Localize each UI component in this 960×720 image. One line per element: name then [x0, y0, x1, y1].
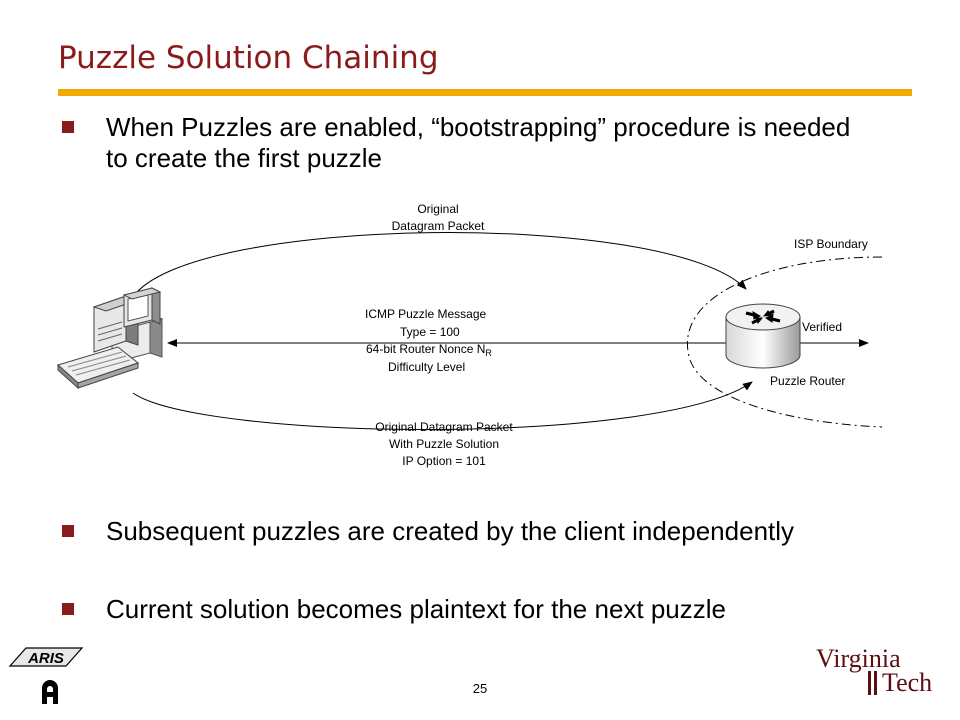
top-label-line-1: Original	[417, 202, 458, 216]
page-number: 25	[472, 681, 488, 696]
bullet-marker	[62, 525, 74, 537]
puzzle-chaining-diagram: Original Datagram Packet ISP Boundary IC…	[57, 202, 883, 468]
icmp-label-line-2: Type = 100	[400, 325, 460, 339]
puzzle-router-icon	[725, 303, 801, 369]
bottom-label-line-1: Original Datagram Packet	[375, 420, 513, 434]
solution-packet-path	[132, 381, 753, 430]
aris-logo: ARIS	[8, 647, 84, 704]
virginia-tech-logo: Virginia Tech	[816, 645, 932, 697]
client-computer-icon	[57, 287, 164, 390]
top-label-line-2: Datagram Packet	[392, 219, 485, 233]
icmp-label-line-3: 64-bit Router Nonce NR	[366, 342, 492, 358]
bottom-label-line-2: With Puzzle Solution	[389, 437, 499, 451]
icmp-label-line-4: Difficulty Level	[388, 360, 465, 374]
isp-boundary-label: ISP Boundary	[794, 237, 868, 251]
original-packet-path	[132, 232, 747, 298]
router-label: Puzzle Router	[770, 374, 845, 388]
bullet-text: Subsequent puzzles are created by the cl…	[106, 516, 795, 546]
verified-label: Verified	[802, 320, 842, 334]
svg-text:Tech: Tech	[882, 668, 932, 697]
title-underline	[58, 89, 912, 96]
svg-text:Virginia: Virginia	[816, 645, 901, 673]
bullet-text: Current solution becomes plaintext for t…	[106, 594, 727, 624]
svg-text:ARIS: ARIS	[27, 650, 64, 667]
slide-title: Puzzle Solution Chaining	[58, 40, 439, 76]
bullet-text: When Puzzles are enabled, “bootstrapping…	[106, 112, 851, 173]
bottom-label-line-3: IP Option = 101	[402, 454, 486, 468]
icmp-label-line-1: ICMP Puzzle Message	[365, 307, 486, 321]
bullet-marker	[62, 603, 74, 615]
nonce-subscript: R	[485, 348, 492, 358]
bullet-marker	[62, 121, 74, 133]
